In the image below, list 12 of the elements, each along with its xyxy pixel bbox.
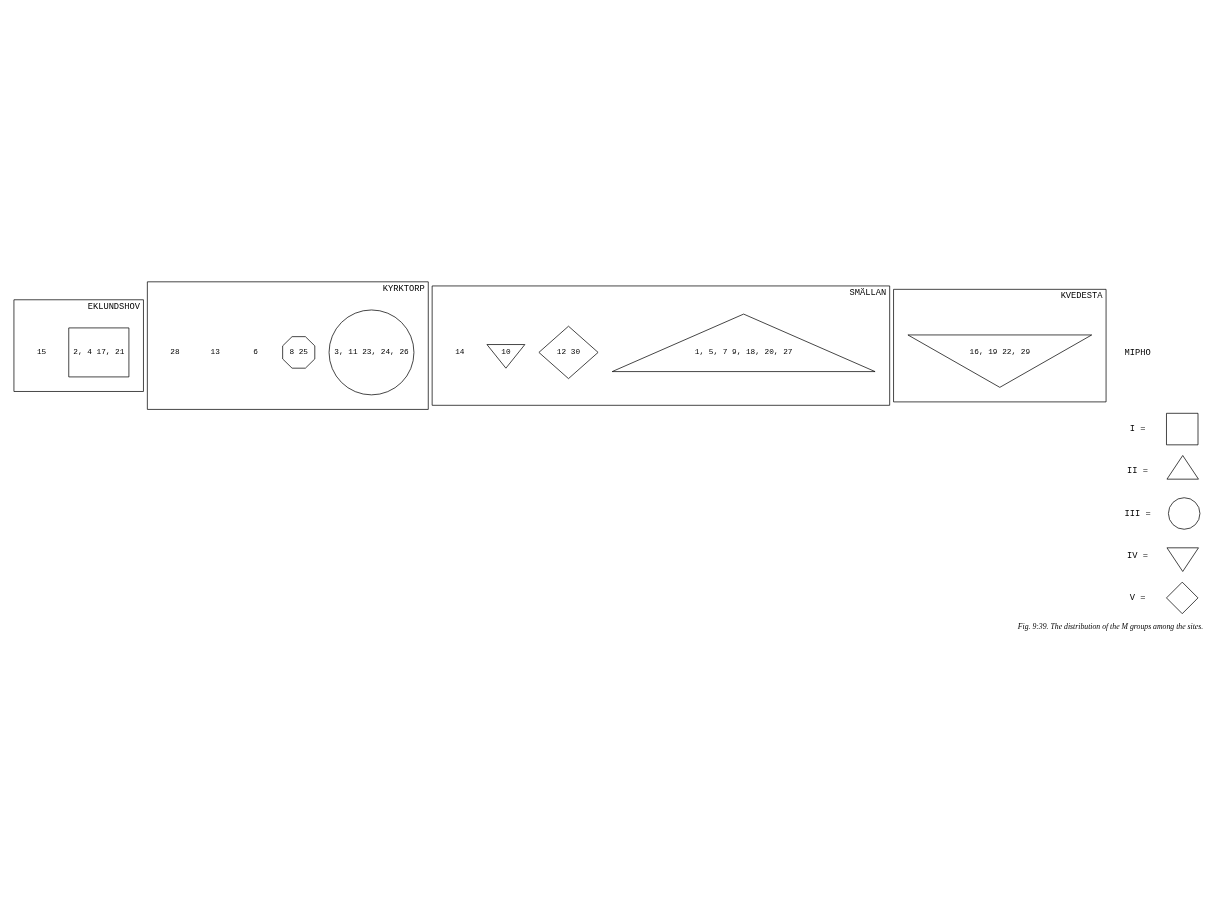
label: IV = xyxy=(1127,550,1149,561)
label: II = xyxy=(1127,466,1149,477)
label: V = xyxy=(1129,593,1146,604)
node-box xyxy=(1166,412,1199,446)
node-triangle xyxy=(1166,547,1199,572)
node-circle xyxy=(1168,497,1201,530)
node-diamond xyxy=(1166,581,1199,615)
node-triangle xyxy=(1166,455,1199,480)
caption: Fig. 9:39. The distribution of the M groups among the sites. xyxy=(1017,622,1204,632)
label: I = xyxy=(1129,424,1146,435)
label: MIPHO xyxy=(1124,347,1151,358)
label: III = xyxy=(1124,508,1151,519)
